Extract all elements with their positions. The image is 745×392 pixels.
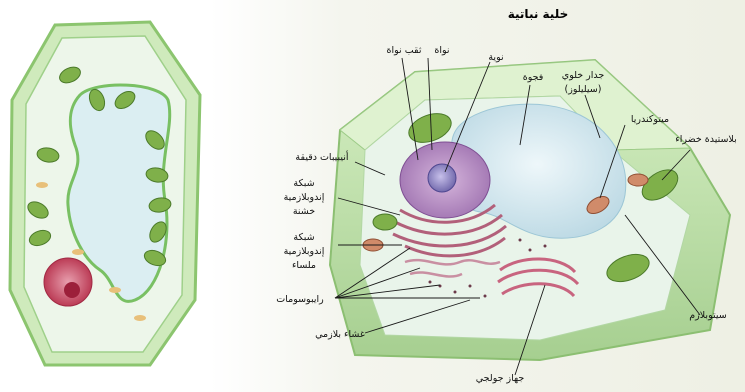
label-chloroplast: بلاستيدة خضراء <box>675 134 736 145</box>
diagram-title: خلية نباتية <box>508 7 569 21</box>
label-mitochondria: ميتوكندريا <box>631 114 669 125</box>
nucleolus <box>428 164 456 192</box>
label-smooth-er-line2: إندوبلازمية <box>284 246 325 257</box>
label-nucleolus: نوية <box>488 52 503 63</box>
label-plasma-membrane: غشاء بلازمي <box>315 329 365 340</box>
label-smooth-er-line1: شبكة <box>293 232 314 243</box>
left-nucleus <box>44 258 92 306</box>
label-microtubules: أنيبيبات دقيقة <box>295 150 349 163</box>
label-cell-wall-line2: (سيليلوز) <box>565 84 602 95</box>
label-rough-er-line1: شبكة <box>293 178 314 189</box>
label-golgi: جهاز جولجي <box>476 373 525 384</box>
label-rough-er-line3: خشنة <box>293 206 315 217</box>
detailed-plant-cell <box>330 60 730 360</box>
label-cytoplasm: سيتوبلازم <box>689 310 726 321</box>
label-cell-wall-line1: جدار خلوي <box>562 70 605 81</box>
label-smooth-er-line3: ملساء <box>292 260 316 271</box>
label-ribosomes: رايبوسومات <box>276 294 324 305</box>
label-nucleus: نواة <box>434 45 449 56</box>
left-nucleolus <box>64 282 80 298</box>
left-plant-cell <box>10 22 200 365</box>
label-nuclear-pore: ثقب نواة <box>387 45 422 56</box>
label-rough-er-line2: إندوبلازمية <box>284 192 325 203</box>
label-vacuole: فجوة <box>523 72 544 83</box>
